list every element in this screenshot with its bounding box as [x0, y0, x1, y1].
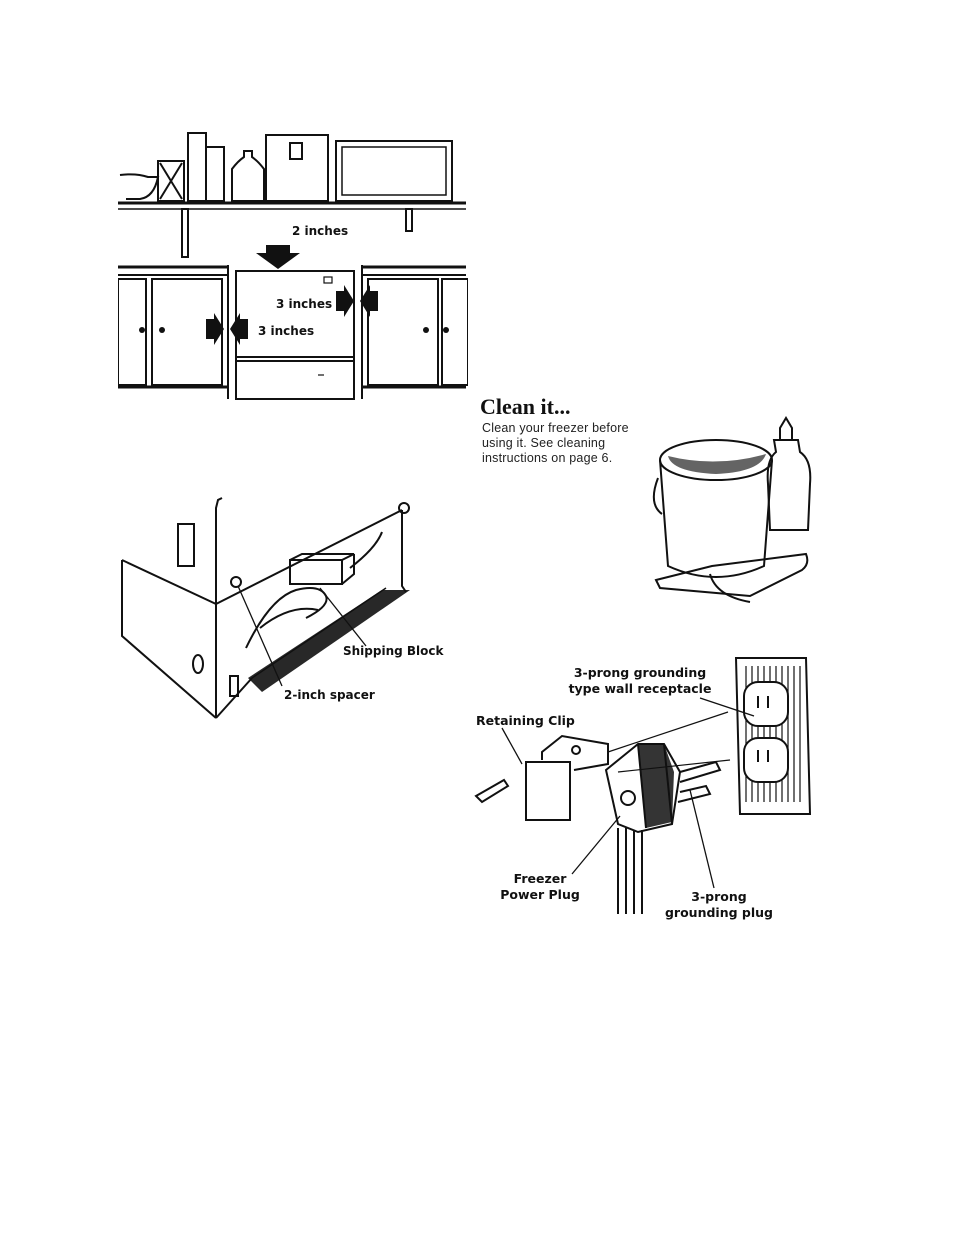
left-gap-label: 3 inches [258, 325, 314, 337]
spacer-label: 2-inch spacer [284, 689, 375, 701]
shipping-block-illustration [120, 478, 440, 723]
receptacle-label-line-2: type wall receptacle [560, 683, 720, 696]
receptacle-label-line-1: 3-prong grounding [560, 667, 720, 680]
retaining-clip-label: Retaining Clip [476, 715, 575, 728]
clearance-illustration [118, 125, 468, 403]
cleaning-bucket-illustration [650, 404, 814, 610]
grounding-plug-label-line-2: grounding plug [656, 907, 782, 920]
power-plug-label-line-1: Freezer [495, 873, 585, 886]
right-gap-label: 3 inches [276, 298, 332, 310]
section-heading: Clean it... [480, 396, 570, 418]
power-plug-label: Freezer Power Plug [495, 873, 585, 901]
grounding-plug-label: 3-prong grounding plug [656, 891, 782, 919]
receptacle-label: 3-prong grounding type wall receptacle [560, 667, 720, 695]
grounding-plug-label-line-1: 3-prong [656, 891, 782, 904]
power-plug-label-line-2: Power Plug [495, 889, 585, 902]
shipping-block-label: Shipping Block [343, 645, 444, 657]
top-gap-label: 2 inches [292, 225, 348, 237]
